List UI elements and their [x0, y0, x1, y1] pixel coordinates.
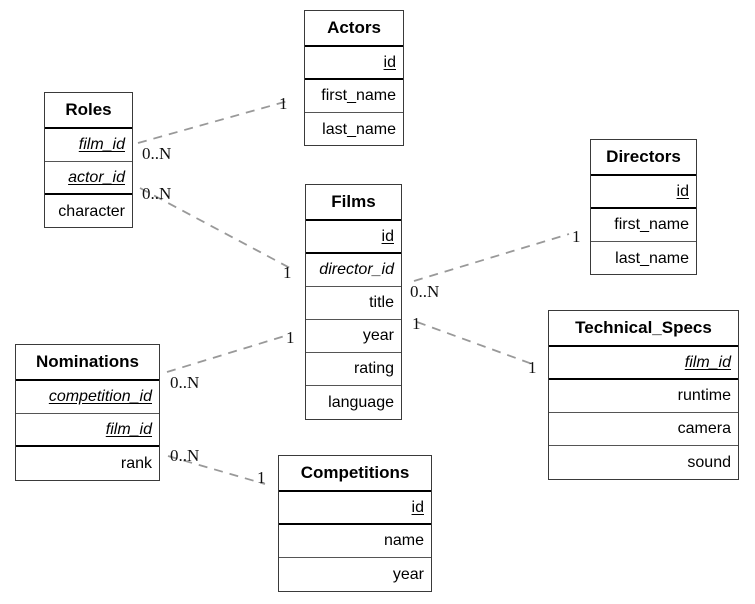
entity-title-nominations: Nominations [16, 345, 159, 381]
attribute-label: name [383, 532, 424, 550]
cardinality-label-films-technical_specs-to: 1 [528, 358, 537, 377]
attribute-row-nominations-competition_id[interactable]: competition_id [16, 381, 159, 414]
attribute-row-nominations-rank[interactable]: rank [16, 447, 159, 480]
cardinality-label-roles-films-to: 1 [283, 263, 292, 282]
attribute-label: id [381, 227, 394, 245]
attribute-row-technical_specs-film_id[interactable]: film_id [549, 347, 738, 380]
attribute-label: last_name [615, 249, 689, 267]
cardinality-label-roles-actors-from: 0..N [142, 144, 172, 163]
attribute-label: first_name [614, 216, 689, 234]
cardinality-label-nominations-films-from: 0..N [170, 373, 200, 392]
cardinality-label-nominations-films-to: 1 [286, 328, 295, 347]
cardinality-label-roles-actors-to: 1 [279, 94, 288, 113]
entity-roles[interactable]: Roles film_id actor_id character [44, 92, 133, 228]
entity-title-roles: Roles [45, 93, 132, 129]
attribute-label: actor_id [68, 168, 125, 186]
relationship-line-films-directors [413, 233, 570, 282]
relationship-line-roles-actors [137, 100, 289, 144]
entity-title-competitions: Competitions [279, 456, 431, 492]
entity-title-actors: Actors [305, 11, 403, 47]
attribute-label: year [392, 565, 424, 583]
attribute-row-directors-id[interactable]: id [591, 176, 696, 209]
attribute-label: last_name [322, 120, 396, 138]
attribute-label: sound [687, 453, 731, 471]
attribute-row-technical_specs-sound[interactable]: sound [549, 446, 738, 479]
attribute-label: id [383, 53, 396, 71]
attribute-label: film_id [105, 420, 152, 438]
attribute-row-roles-film_id[interactable]: film_id [45, 129, 132, 162]
attribute-row-films-language[interactable]: language [306, 386, 401, 419]
attribute-row-technical_specs-runtime[interactable]: runtime [549, 380, 738, 413]
entity-title-technical_specs: Technical_Specs [549, 311, 738, 347]
attribute-row-films-year[interactable]: year [306, 320, 401, 353]
entity-directors[interactable]: Directors id first_name last_name [590, 139, 697, 275]
cardinality-label-roles-films-from: 0..N [142, 184, 172, 203]
attribute-row-actors-last_name[interactable]: last_name [305, 113, 403, 146]
attribute-label: film_id [684, 353, 731, 371]
cardinality-label-films-directors-to: 1 [572, 227, 581, 246]
entity-actors[interactable]: Actors id first_name last_name [304, 10, 404, 146]
attribute-row-directors-first_name[interactable]: first_name [591, 209, 696, 242]
entity-title-films: Films [306, 185, 401, 221]
attribute-row-competitions-id[interactable]: id [279, 492, 431, 525]
attribute-row-competitions-year[interactable]: year [279, 558, 431, 591]
attribute-label: camera [677, 420, 731, 438]
cardinality-label-nominations-competitions-from: 0..N [170, 446, 200, 465]
attribute-row-technical_specs-camera[interactable]: camera [549, 413, 738, 446]
attribute-label: film_id [78, 136, 125, 154]
attribute-row-directors-last_name[interactable]: last_name [591, 242, 696, 275]
attribute-label: runtime [677, 387, 731, 405]
attribute-row-films-title[interactable]: title [306, 287, 401, 320]
attribute-row-roles-character[interactable]: character [45, 195, 132, 228]
attribute-label: rating [353, 360, 394, 378]
attribute-label: competition_id [48, 388, 152, 406]
attribute-row-films-id[interactable]: id [306, 221, 401, 254]
attribute-label: character [58, 202, 125, 220]
cardinality-label-nominations-competitions-to: 1 [257, 468, 266, 487]
cardinality-label-films-directors-from: 0..N [410, 282, 440, 301]
attribute-row-actors-id[interactable]: id [305, 47, 403, 80]
attribute-label: id [676, 182, 689, 200]
attribute-label: language [328, 393, 394, 411]
entity-competitions[interactable]: Competitions id name year [278, 455, 432, 592]
attribute-label: year [362, 327, 394, 345]
attribute-label: id [411, 498, 424, 516]
attribute-row-actors-first_name[interactable]: first_name [305, 80, 403, 113]
attribute-row-roles-actor_id[interactable]: actor_id [45, 162, 132, 195]
relationship-line-nominations-films [166, 334, 289, 373]
attribute-row-films-director_id[interactable]: director_id [306, 254, 401, 287]
attribute-row-competitions-name[interactable]: name [279, 525, 431, 558]
attribute-row-films-rating[interactable]: rating [306, 353, 401, 386]
entity-title-directors: Directors [591, 140, 696, 176]
relationship-line-films-technical_specs [416, 321, 536, 366]
attribute-label: title [369, 294, 394, 312]
attribute-label: rank [120, 454, 152, 472]
cardinality-label-films-technical_specs-from: 1 [412, 314, 421, 333]
attribute-label: first_name [321, 87, 396, 105]
attribute-row-nominations-film_id[interactable]: film_id [16, 414, 159, 447]
attribute-label: director_id [319, 261, 394, 279]
